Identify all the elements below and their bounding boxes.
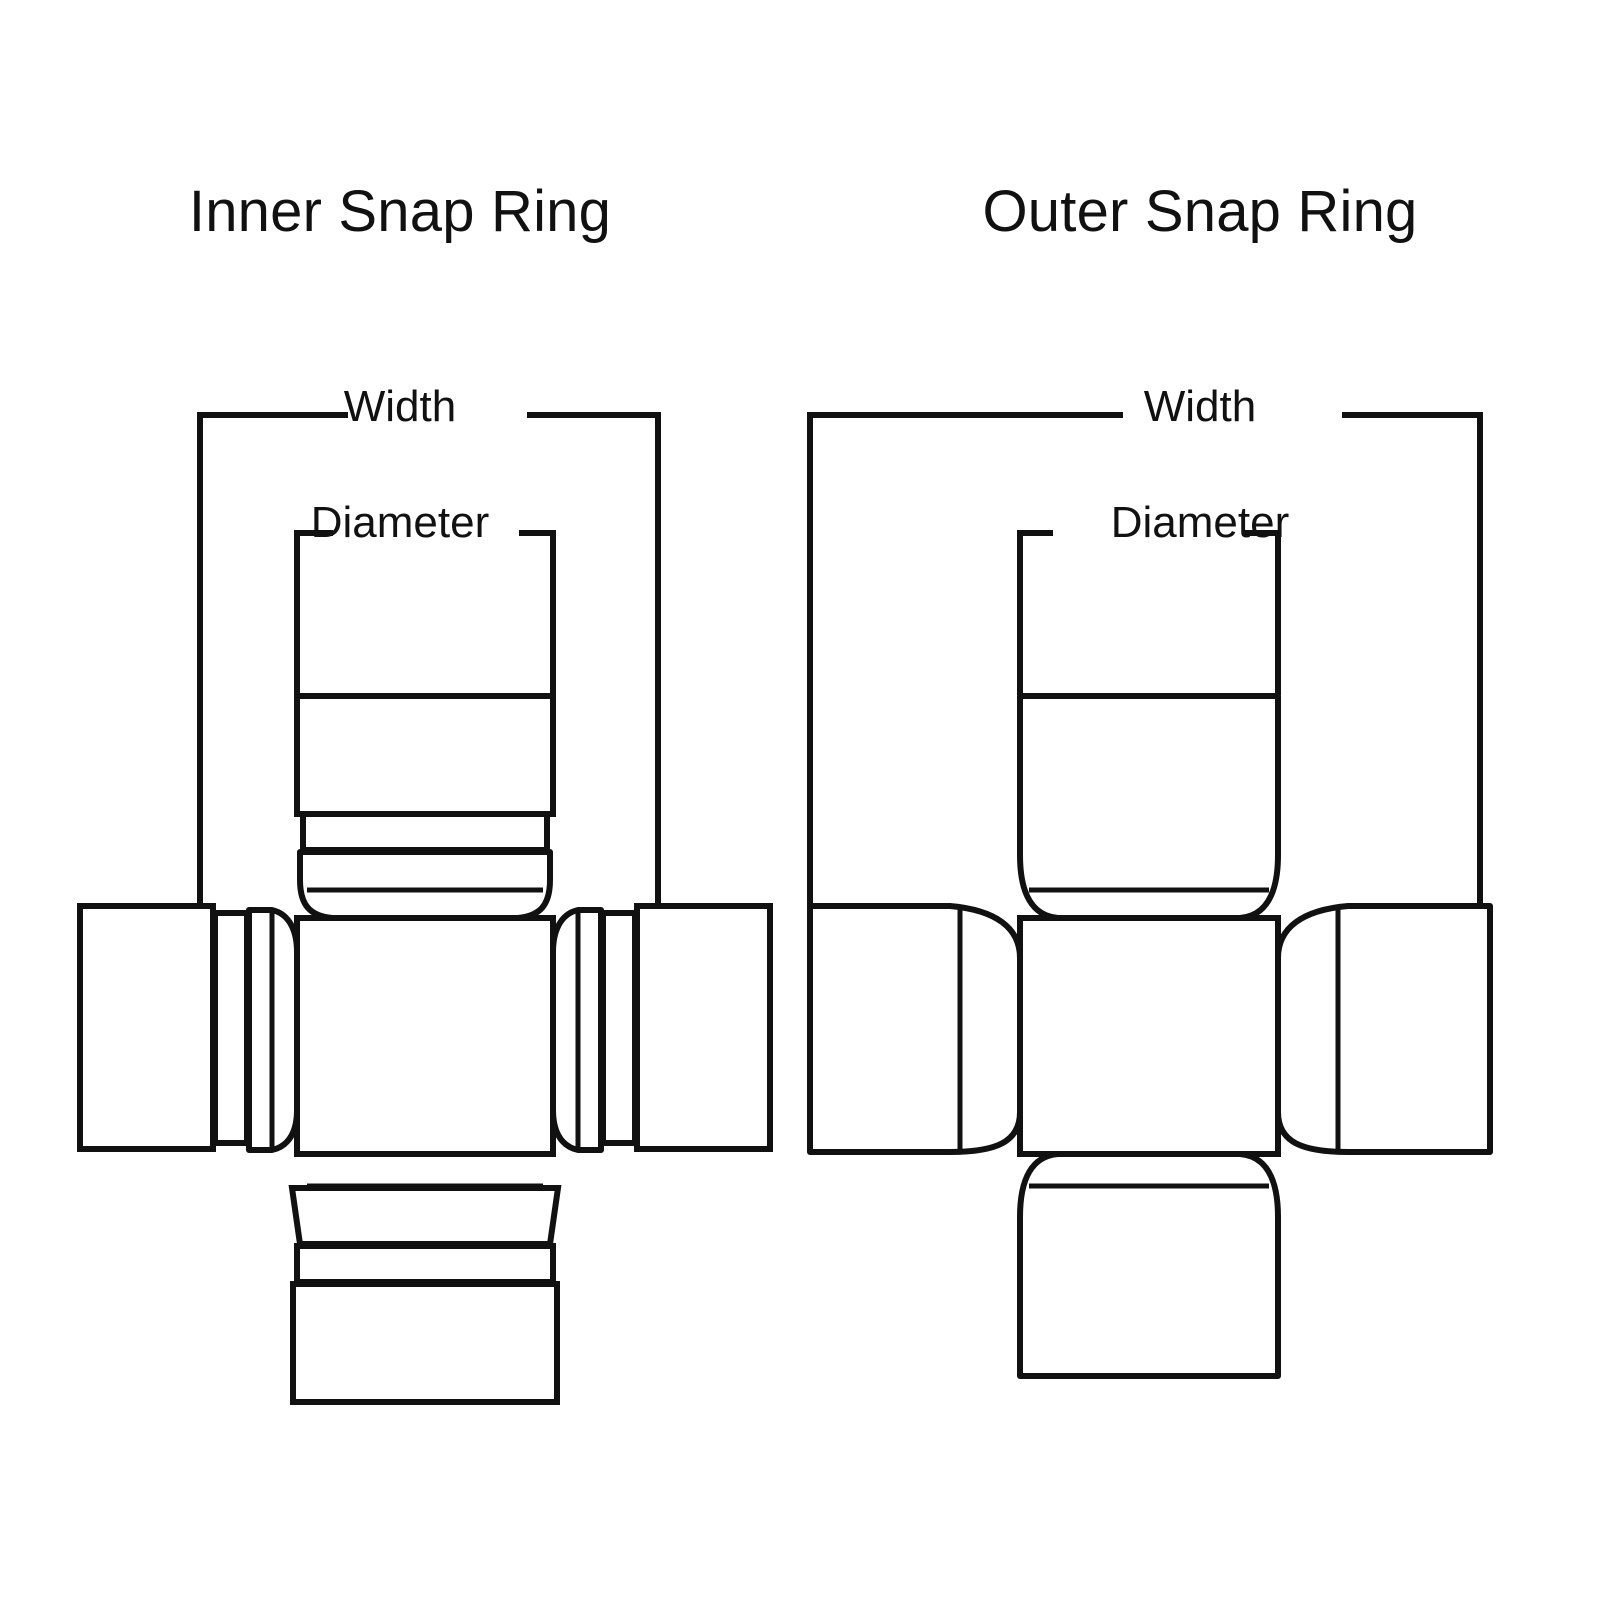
bearing-cap-bottom-outer [1017,1151,1281,1379]
dimension-line-width-outer [807,412,1483,913]
dimension-label-width-inner: Width [343,382,457,431]
dimension-label-diameter-inner: Diameter [310,498,490,547]
dimension-line-diameter-outer [1017,530,1281,695]
dimension-label-width-outer: Width [1143,382,1257,431]
dimension-label-diameter-outer: Diameter [1110,498,1290,547]
panel-title-inner: Inner Snap Ring [188,179,612,244]
cross-body-center-inner [294,915,556,1157]
bearing-cap-left-outer [807,903,1023,1155]
cross-body-center-outer [1017,915,1281,1157]
panel-outer-snap-ring: Outer Snap Ring Width Diameter [800,0,1600,1600]
panel-title-outer: Outer Snap Ring [982,179,1418,244]
ujoint-drawing-outer [807,412,1493,1379]
bearing-cap-left-inner [77,903,300,1153]
ujoint-drawing-inner [77,412,773,1405]
dimension-line-diameter-inner [294,530,556,695]
bearing-cap-right-inner [550,903,773,1153]
bearing-cap-top-outer [1017,693,1281,921]
bearing-cap-right-outer [1275,903,1493,1155]
panel-inner-snap-ring: Inner Snap Ring Width Diameter [77,179,773,1405]
bearing-cap-top-inner [294,693,556,921]
dimension-line-width-inner [197,412,661,913]
